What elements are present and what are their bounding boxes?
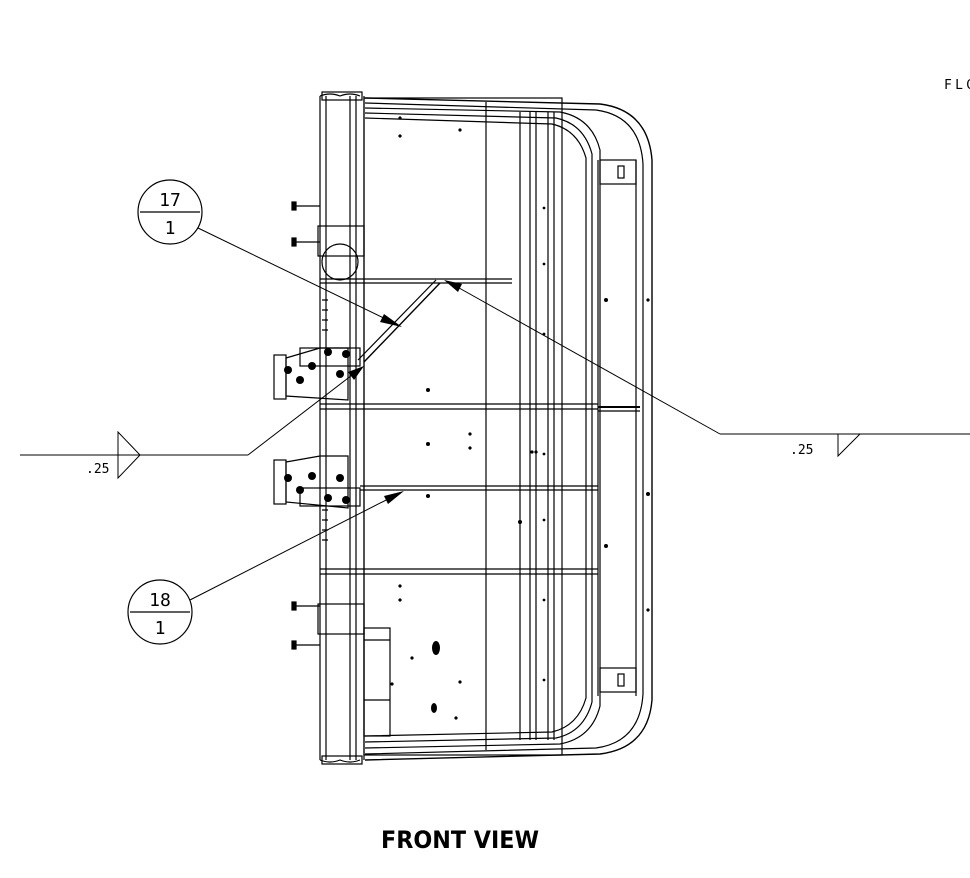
weld-size-left: .25 (86, 462, 109, 477)
balloon-18: 18 1 (127, 491, 404, 645)
view-title: FRONT VIEW (381, 826, 539, 854)
arrowhead-icon (384, 491, 404, 504)
balloon-17: 17 1 (137, 179, 402, 327)
arrowhead-icon (348, 366, 364, 380)
weld-size-right: .25 (790, 443, 813, 458)
balloon-18-sheet: 1 (155, 618, 166, 639)
arrowhead-icon (380, 314, 402, 327)
fastener-details (284, 116, 650, 720)
edge-label: FLC (944, 78, 970, 93)
weld-symbol-left: .25 (20, 366, 364, 480)
balloon-18-item: 18 (149, 590, 171, 611)
assembly-outline (319, 91, 653, 765)
weld-symbol-right: .25 (444, 280, 970, 458)
balloon-17-item: 17 (159, 190, 181, 211)
cross-members (320, 278, 598, 575)
arrowhead-icon (444, 280, 462, 292)
left-mounts (273, 201, 391, 737)
balloon-17-sheet: 1 (165, 218, 176, 239)
